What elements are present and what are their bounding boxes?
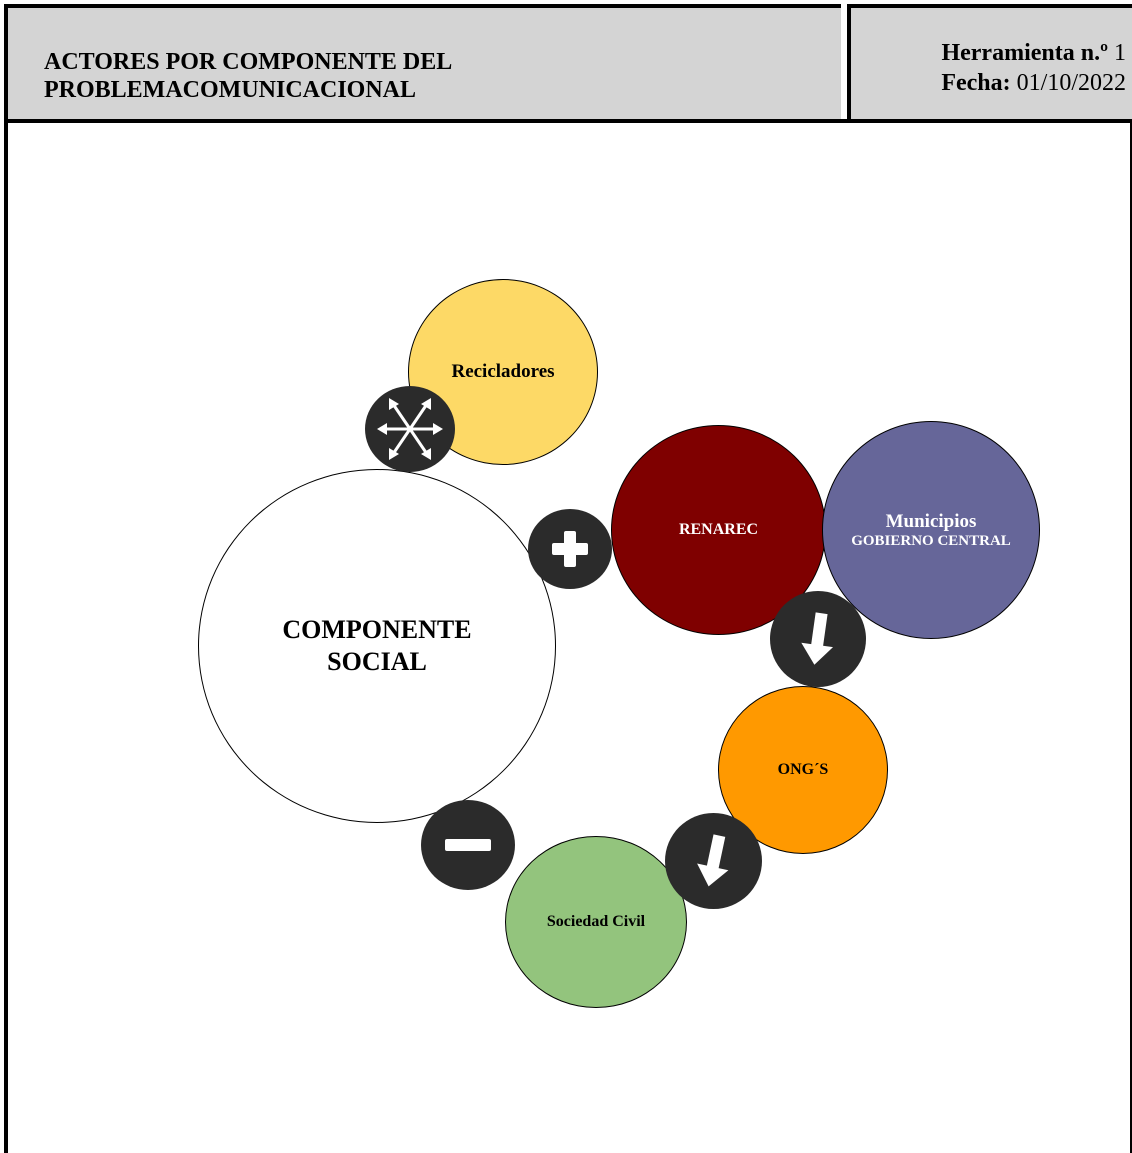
date-value: 01/10/2022 <box>1016 70 1126 96</box>
minus-icon <box>421 800 515 890</box>
multi-arrow-icon <box>365 386 455 472</box>
down-arrow-icon <box>665 813 762 909</box>
page-title: ACTORES POR COMPONENTE DEL PROBLEMACOMUN… <box>44 48 452 104</box>
node-label-center: COMPONENTE SOCIAL <box>282 615 472 676</box>
title-cell: ACTORES POR COMPONENTE DEL PROBLEMACOMUN… <box>4 4 841 119</box>
down-arrow-icon <box>770 591 866 687</box>
node-sociedad-civil: Sociedad Civil <box>505 836 687 1008</box>
header: ACTORES POR COMPONENTE DEL PROBLEMACOMUN… <box>4 4 1132 119</box>
tool-label: Herramienta n.º <box>941 40 1108 66</box>
node-label-municipios: Municipios <box>885 510 977 532</box>
title-line-1: ACTORES POR COMPONENTE DEL <box>44 49 453 75</box>
node-label-recicladores: Recicladores <box>451 361 555 382</box>
date-label: Fecha: <box>941 70 1011 96</box>
plus-icon <box>528 509 612 589</box>
node-label-sociedad-civil: Sociedad Civil <box>546 913 646 930</box>
diagram-frame <box>4 119 1132 1153</box>
node-label-ongs: ONG´S <box>777 761 829 778</box>
node-label-gobierno-central: GOBIERNO CENTRAL <box>851 532 1011 549</box>
node-label-renarec: RENAREC <box>678 521 759 538</box>
node-municipios: Municipios GOBIERNO CENTRAL <box>822 421 1040 639</box>
node-componente-social: COMPONENTE SOCIAL <box>198 469 556 823</box>
title-line-2: PROBLEMACOMUNICACIONAL <box>44 77 416 103</box>
meta-cell: Herramienta n.º 1 Fecha: 01/10/2022 <box>847 4 1132 119</box>
tool-value: 1 <box>1114 40 1126 66</box>
meta-info: Herramienta n.º 1 Fecha: 01/10/2022 <box>941 38 1126 98</box>
